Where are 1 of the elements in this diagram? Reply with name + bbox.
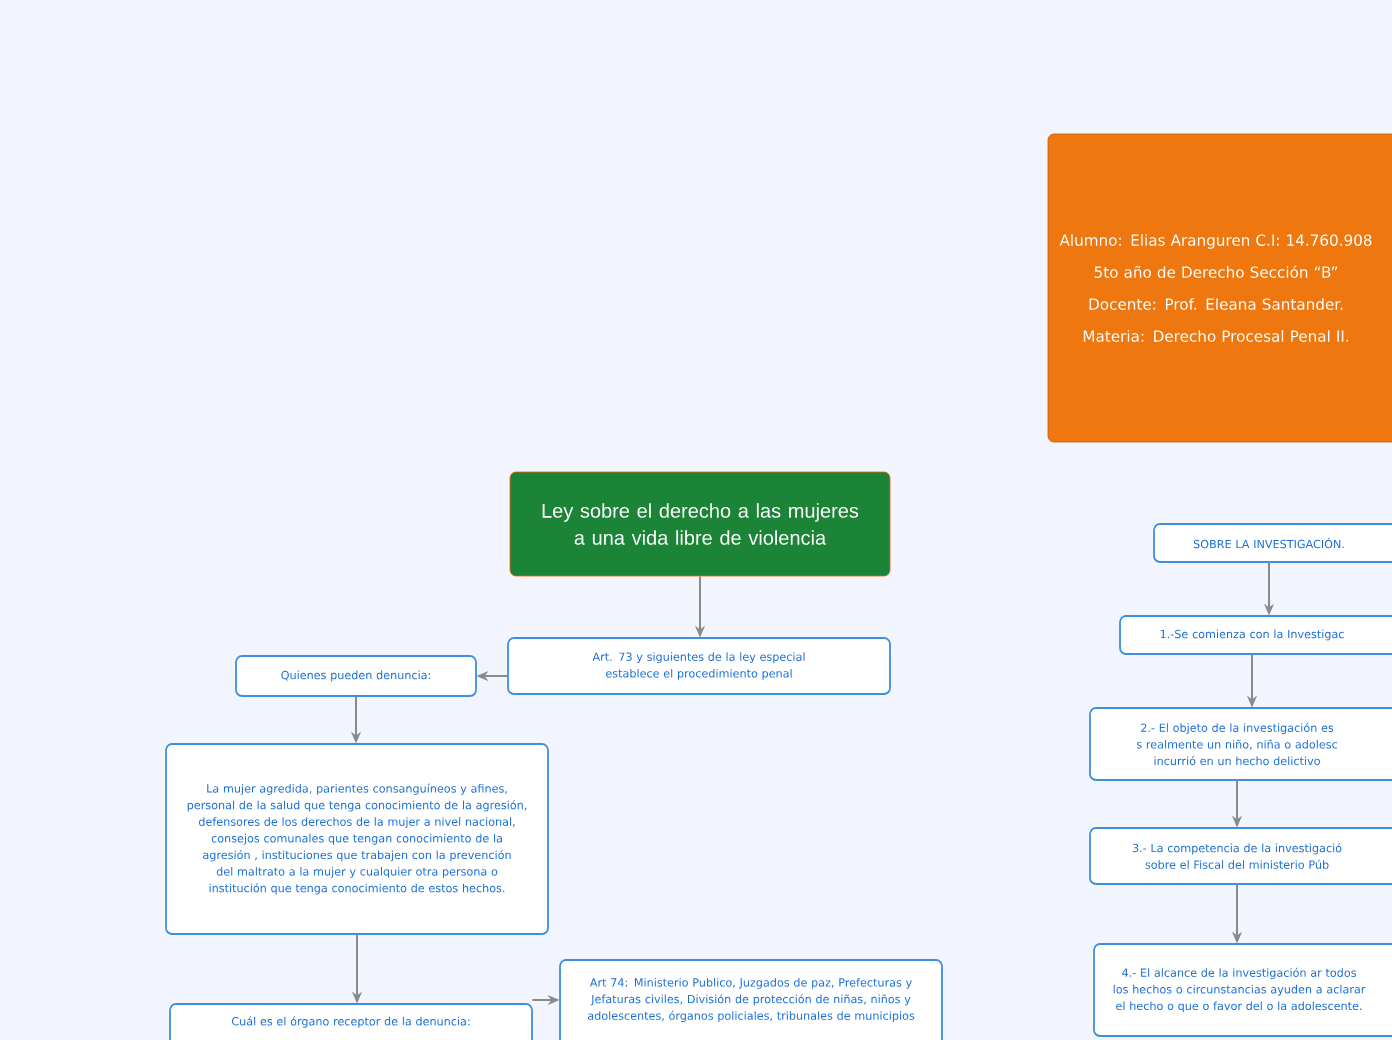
title-box: Ley sobre el derecho a las mujeres a una vida libre de violencia <box>509 471 891 577</box>
